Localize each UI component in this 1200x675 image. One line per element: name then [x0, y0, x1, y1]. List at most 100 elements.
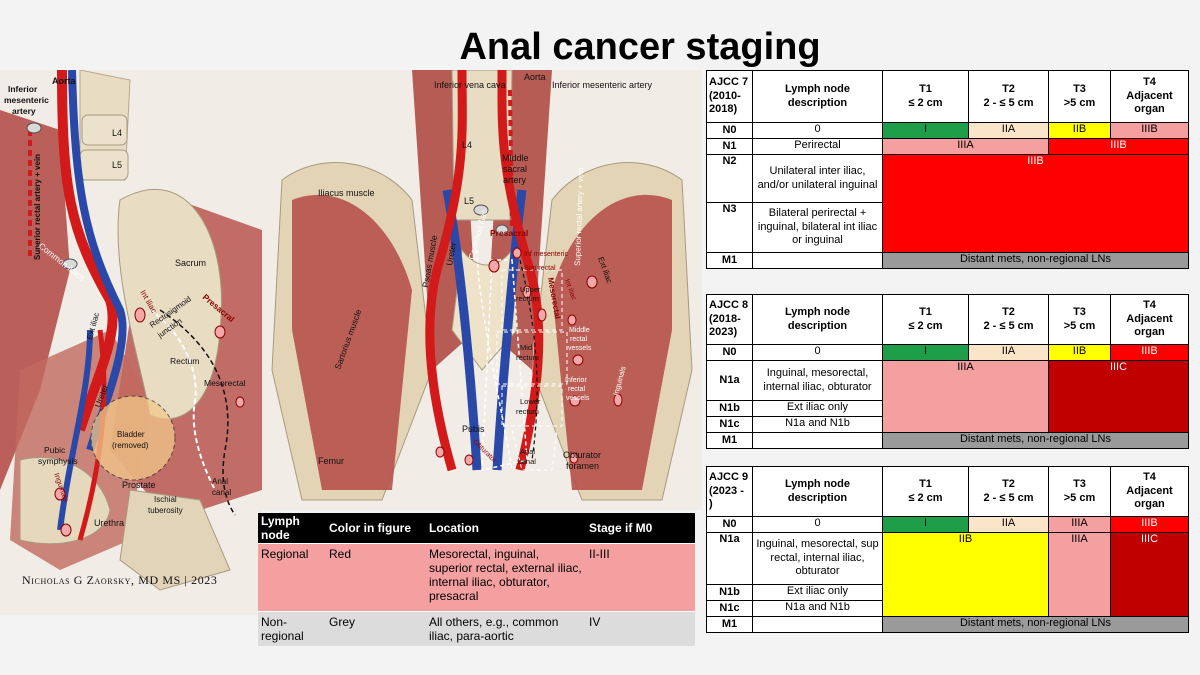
- row-label: N2: [706, 154, 753, 203]
- row-label: N0: [706, 122, 753, 139]
- row-desc: N1a and N1b: [752, 416, 883, 433]
- label-aorta: Aorta: [52, 76, 76, 86]
- row-label: M1: [706, 252, 753, 269]
- lateral-pelvis-illustration: Aorta Inferior mesenteric artery L4 L5 S…: [0, 70, 262, 615]
- label-pubic-1: Pubic: [44, 445, 66, 455]
- page-title: Anal cancer staging: [459, 26, 821, 68]
- table-row: N0 0 I IIA IIB IIIB: [706, 122, 1189, 139]
- table-row: N2 Unilateral inter iliac, and/or unilat…: [706, 154, 1189, 253]
- label-aorta-center: Aorta: [524, 72, 546, 82]
- row-label: N1a: [706, 532, 753, 585]
- label-l5: L5: [112, 160, 122, 170]
- label-msa-1: Middle: [502, 153, 529, 163]
- stage-cell: IIIA: [882, 138, 1049, 155]
- stage-cell: IIIB: [882, 154, 1189, 253]
- row-desc: Inguinal, mesorectal, internal iliac, ob…: [752, 360, 883, 401]
- ajcc9-edition: AJCC 9(2023 - ): [706, 466, 753, 517]
- stage-cell: IIIB: [1048, 138, 1189, 155]
- lymph-node-legend-table: Lymph node Color in figure Location Stag…: [258, 513, 695, 646]
- legend-header: Location: [426, 513, 586, 544]
- label-pubis: Pubis: [462, 424, 485, 434]
- label-ivc: Inferior vena cava: [434, 80, 506, 90]
- stage-cell: IIIB: [1110, 344, 1189, 361]
- ajcc7-t3-header: T3>5 cm: [1048, 70, 1111, 123]
- legend-header-row: Lymph node Color in figure Location Stag…: [258, 513, 695, 544]
- legend-cell: Mesorectal, inguinal, superior rectal, e…: [426, 543, 586, 612]
- table-row: Regional Red Mesorectal, inguinal, super…: [258, 543, 695, 612]
- table-row: N1a Inguinal, mesorectal, sup rectal, in…: [706, 532, 1189, 617]
- stage-cell: I: [882, 344, 969, 361]
- row-label: N0: [706, 516, 753, 533]
- row-label: N1c: [706, 600, 753, 617]
- label-anal-center-1: Anal: [520, 447, 535, 456]
- label-obturator-2: foramen: [566, 461, 599, 471]
- stage-cell: I: [882, 122, 969, 139]
- label-ima-center: Inferior mesenteric artery: [552, 80, 653, 90]
- table-row: N3 Bilateral perirectal + inguinal, bila…: [706, 202, 1189, 253]
- label-ureter-center: Ureter: [444, 241, 458, 266]
- row-label: M1: [706, 432, 753, 449]
- stage-cell: IIIA: [1048, 516, 1111, 533]
- label-inf-mesenteric: Inf mesenteric: [524, 251, 568, 258]
- row-label: N0: [706, 344, 753, 361]
- row-desc: Bilateral perirectal + inguinal, bilater…: [752, 202, 883, 253]
- label-upper-2: rectum: [516, 294, 539, 303]
- row-desc: Perirectal: [752, 138, 883, 155]
- table-row: N0 0 I IIA IIIA IIIB: [706, 516, 1189, 533]
- table-row: N1 Perirectal IIIA IIIB: [706, 138, 1189, 155]
- label-ima-3: artery: [12, 106, 36, 116]
- stage-cell: IIIA: [882, 360, 1049, 433]
- ajcc8-edition: AJCC 8(2018-2023): [706, 294, 753, 345]
- label-femur: Femur: [318, 456, 344, 466]
- label-upper-1: Upper: [520, 285, 541, 294]
- table-row: N0 0 I IIA IIB IIIB: [706, 344, 1189, 361]
- ajcc9-t3-header: T3>5 cm: [1048, 466, 1111, 517]
- label-irv-1: Inferior: [565, 377, 587, 384]
- legend-cell: Grey: [326, 611, 426, 646]
- stage-cell: I: [882, 516, 969, 533]
- row-label: N1b: [706, 400, 753, 417]
- label-ischial-1: Ischial: [154, 495, 177, 504]
- row-label: N1c: [706, 416, 753, 433]
- row-desc: Ext iliac only: [752, 584, 883, 601]
- legend-cell: Red: [326, 543, 426, 612]
- row-desc: [752, 616, 883, 633]
- label-irv-3: vessels: [566, 395, 590, 402]
- label-obturator-1: Obturator: [563, 450, 601, 460]
- label-rectum: Rectum: [170, 356, 199, 366]
- table-row: M1 Distant mets, non-regional LNs: [706, 252, 1189, 269]
- row-desc: 0: [752, 122, 883, 139]
- row-desc: 0: [752, 516, 883, 533]
- label-l5-center: L5: [464, 196, 474, 206]
- label-sup-rectal: Superior rectal artery + vein: [33, 154, 42, 260]
- label-sup-rectal-vessels: Superior rectal artery + vein: [573, 167, 585, 266]
- author-credit: Nicholas G Zaorsky, MD MS | 2023: [22, 573, 218, 587]
- row-label: M1: [706, 616, 753, 633]
- label-mrv-1: Middle: [569, 327, 590, 334]
- row-desc: N1a and N1b: [752, 600, 883, 617]
- legend-header: Lymph node: [258, 513, 326, 544]
- label-sup-rectal-center: Sup rectal: [524, 265, 556, 272]
- stage-cell: IIA: [968, 122, 1049, 139]
- stage-cell: Distant mets, non-regional LNs: [882, 432, 1189, 449]
- stage-cell: IIB: [882, 532, 1049, 617]
- stage-cell: IIB: [1048, 122, 1111, 139]
- label-irv-2: rectal: [568, 386, 586, 393]
- label-l4-center: L4: [462, 140, 472, 150]
- label-mrv-2: rectal: [570, 336, 588, 343]
- stage-cell: Distant mets, non-regional LNs: [882, 616, 1189, 633]
- label-mrv-3: vessels: [568, 345, 592, 352]
- label-sacrum: Sacrum: [175, 258, 206, 268]
- ajcc7-edition: AJCC 7(2010-2018): [706, 70, 753, 123]
- label-msa-2: sacral: [503, 164, 527, 174]
